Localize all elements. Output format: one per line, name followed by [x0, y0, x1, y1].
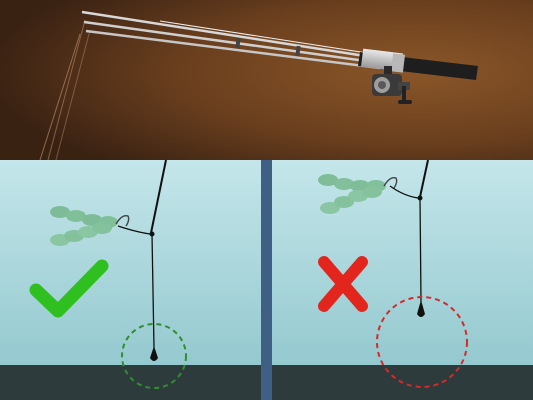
leader-line [389, 185, 419, 199]
swivel [149, 231, 155, 237]
swivel [417, 195, 423, 201]
rod-line [150, 159, 167, 234]
top-banner [0, 0, 533, 161]
sinker-highlight-circle [376, 296, 468, 388]
banner-background [0, 0, 533, 160]
check-icon [29, 259, 109, 318]
sinker-icon [417, 300, 425, 317]
left-panel-correct [29, 159, 187, 389]
panel-divider [261, 160, 272, 400]
green-worm-lure-icon [318, 174, 398, 214]
sinker-highlight-circle [121, 323, 187, 389]
fishing-rod-icon [39, 10, 478, 161]
water-area [0, 160, 533, 400]
sinker-line [151, 233, 155, 349]
green-worm-lure-icon [50, 206, 130, 246]
right-panel-incorrect [318, 159, 468, 388]
rod-line [419, 159, 429, 198]
sinker-icon [150, 346, 158, 361]
sinker-line [419, 197, 422, 303]
leader-line [117, 225, 151, 235]
x-cross-icon [318, 256, 368, 312]
